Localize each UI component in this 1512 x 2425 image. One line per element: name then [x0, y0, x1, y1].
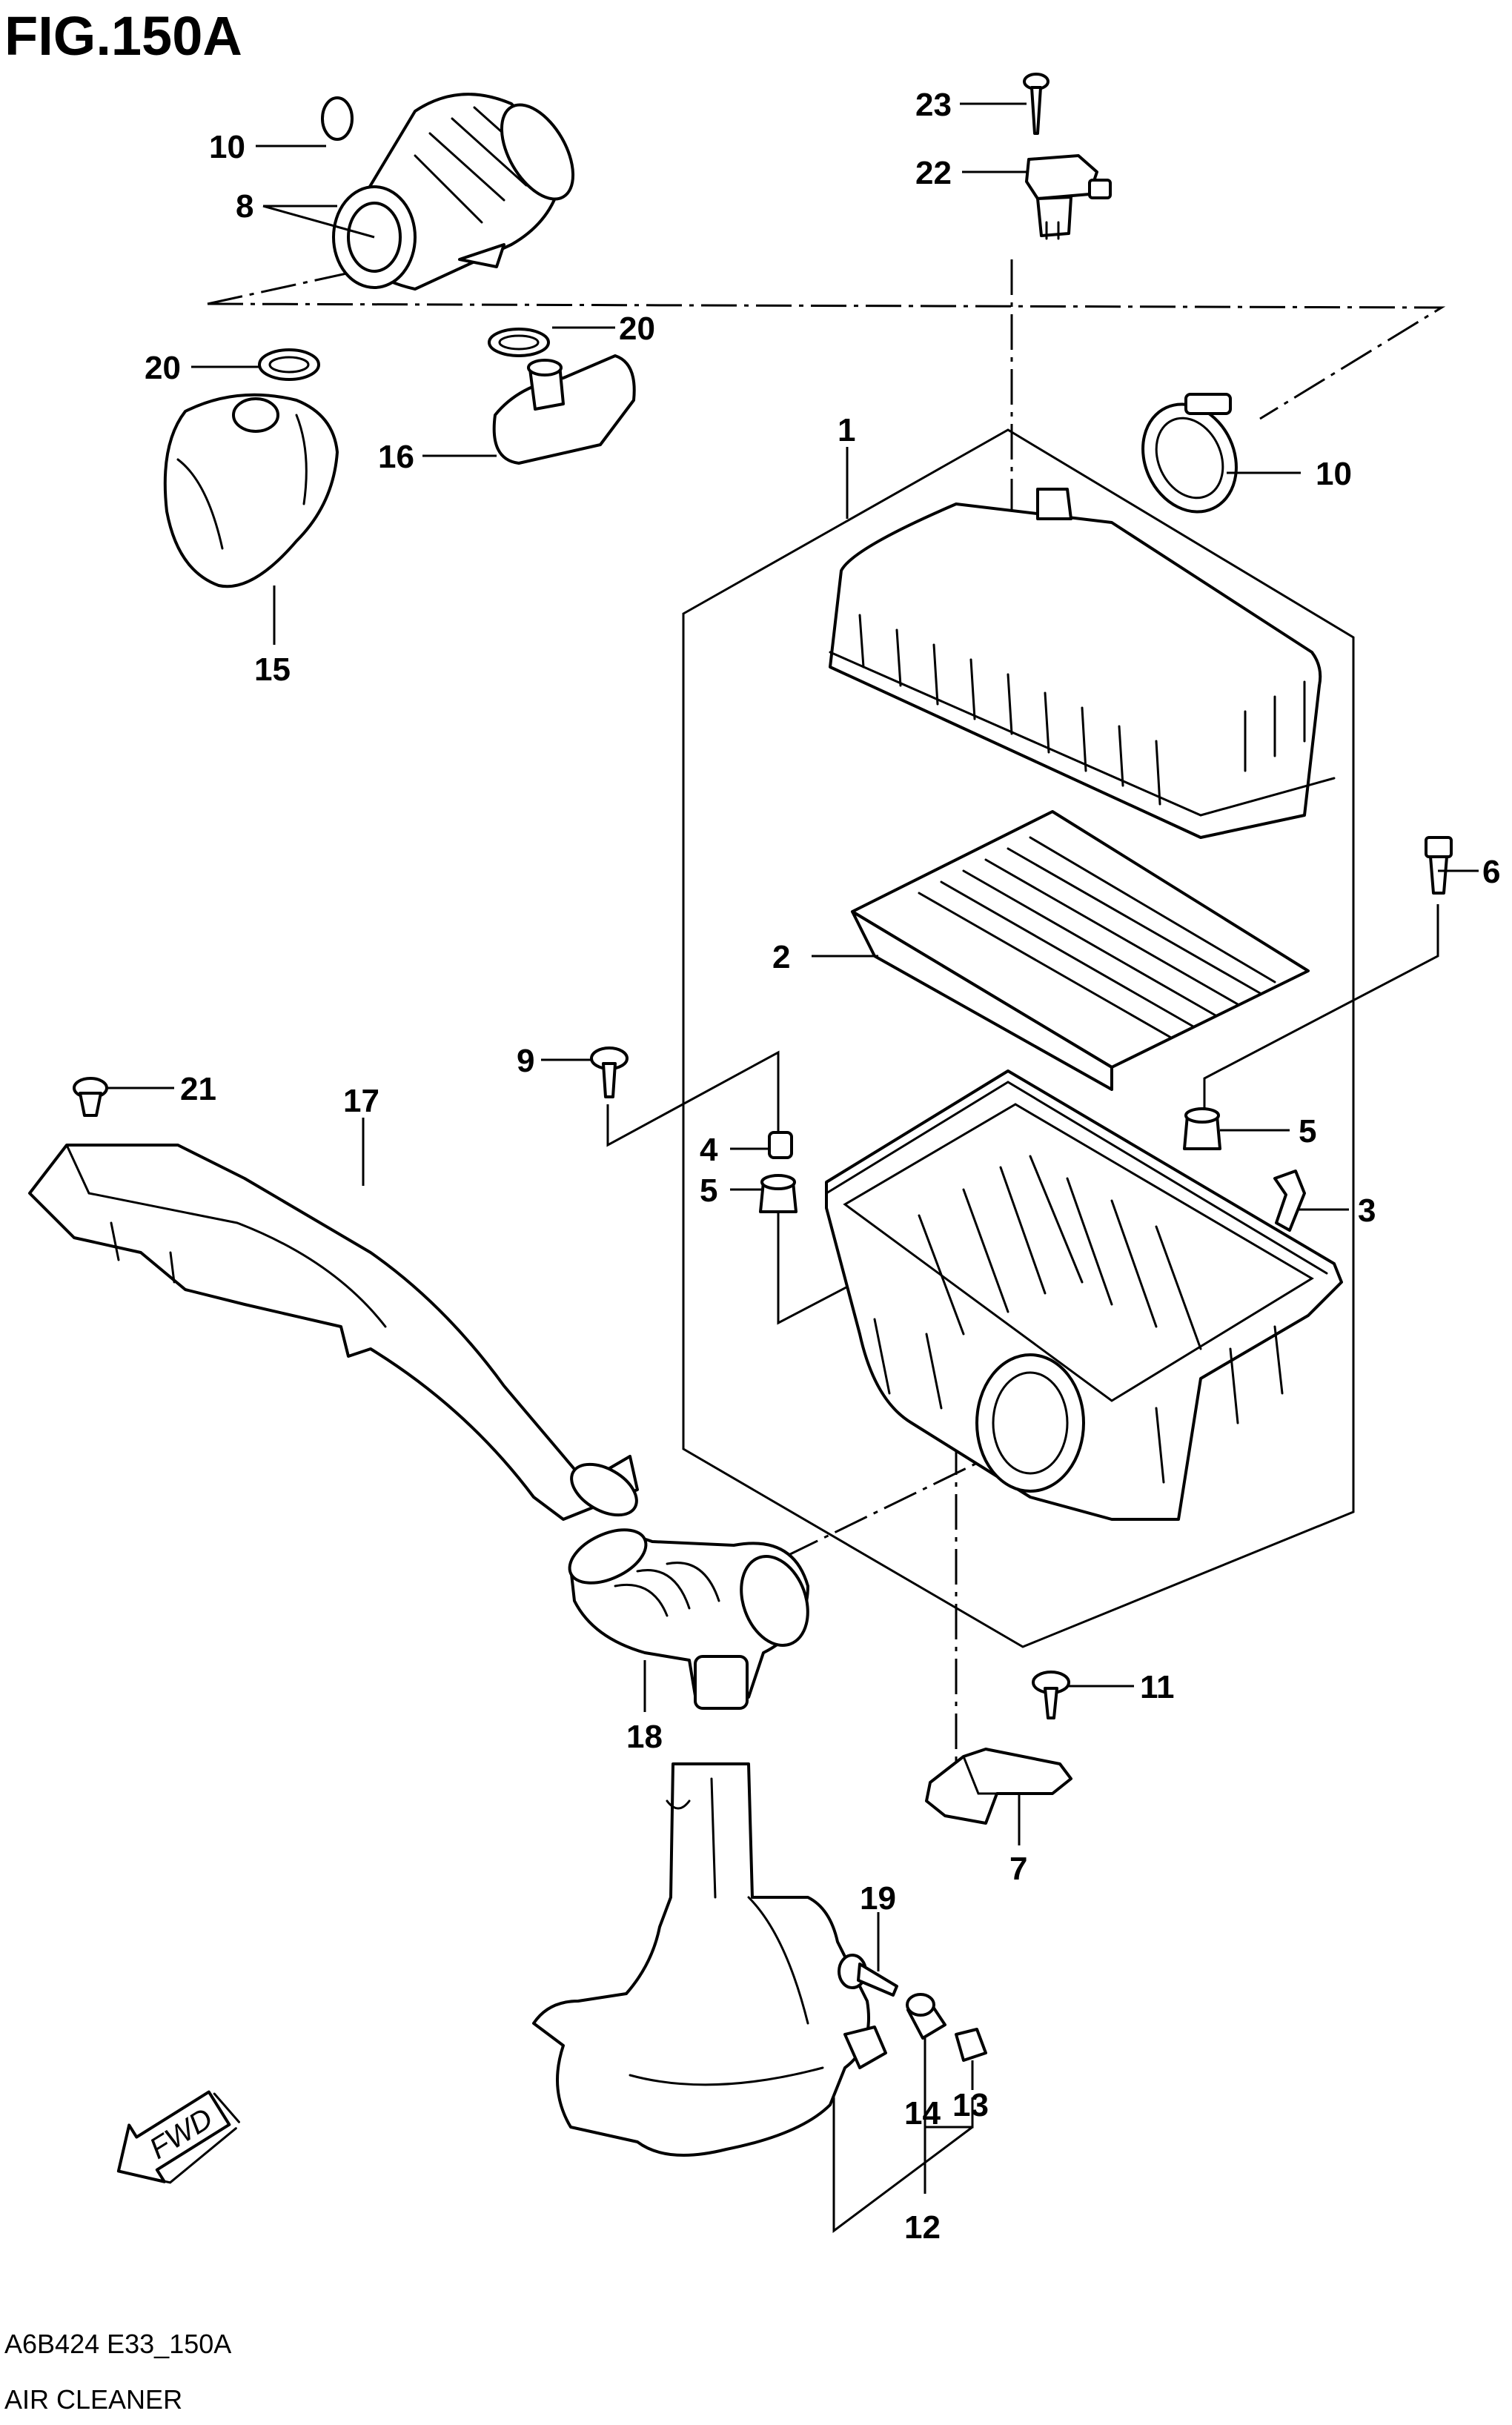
callout-20-left: 20 — [145, 350, 181, 386]
assembly-brackets — [606, 428, 1439, 2233]
leader-lines — [108, 102, 1479, 2194]
bellows-duct-part-18 — [568, 1528, 809, 1710]
callout-5-left: 5 — [700, 1172, 717, 1209]
resonator-part-12 — [532, 1762, 887, 2157]
callout-19: 19 — [860, 1880, 896, 1917]
callout-21: 21 — [180, 1071, 216, 1107]
collar-part-13 — [955, 2028, 987, 2062]
callout-4: 4 — [700, 1132, 718, 1168]
resonator-part-15 — [163, 393, 339, 588]
callout-20-right: 20 — [619, 311, 655, 347]
clip-part-21 — [73, 1077, 108, 1117]
cleaner-lower-case — [825, 1069, 1343, 1521]
intake-duct-part-8 — [321, 93, 575, 291]
callouts: 10 8 23 22 20 20 16 15 1 10 6 2 9 21 17 … — [145, 87, 1500, 2246]
bracket-part-7 — [925, 1748, 1072, 1825]
callout-11: 11 — [1140, 1669, 1175, 1705]
clamp-part-20-left — [258, 348, 320, 381]
callout-23: 23 — [915, 87, 952, 123]
diagram-code: A6B424 E33_150A — [4, 2329, 231, 2359]
callout-14: 14 — [904, 2095, 941, 2132]
clamp-part-20-right — [488, 328, 550, 357]
grommet-part-5-left — [759, 1174, 798, 1213]
bolt-part-11 — [1032, 1671, 1070, 1719]
screw-part-23 — [1023, 73, 1050, 135]
callout-9: 9 — [517, 1043, 534, 1079]
resonator-hose-part-16 — [492, 354, 636, 465]
callout-10-right: 10 — [1316, 456, 1352, 492]
diagram-name: AIR CLEANER — [4, 2384, 182, 2415]
collar-part-4 — [768, 1131, 793, 1159]
callout-16: 16 — [378, 439, 414, 475]
bolt-part-6 — [1425, 836, 1453, 895]
callout-12: 12 — [904, 2209, 941, 2246]
callout-2: 2 — [772, 939, 790, 975]
bolt-part-19 — [838, 1954, 898, 1997]
callout-18: 18 — [626, 1719, 663, 1755]
assembly-lines — [207, 251, 1446, 1794]
callout-22: 22 — [915, 155, 952, 191]
callout-13: 13 — [952, 2087, 989, 2123]
callout-3: 3 — [1358, 1192, 1376, 1229]
cleaner-upper-case-part-1 — [829, 488, 1336, 839]
grommet-part-14 — [906, 1993, 946, 2040]
callout-6: 6 — [1482, 854, 1500, 890]
clip-part-3 — [1273, 1170, 1306, 1232]
sensor-part-22 — [1025, 154, 1112, 240]
callout-17: 17 — [343, 1083, 379, 1119]
callout-10-upper: 10 — [209, 129, 245, 165]
clamp-part-10-right — [1141, 393, 1238, 514]
grommet-part-5-right — [1183, 1107, 1221, 1150]
inlet-duct-part-17 — [28, 1144, 639, 1521]
figure-title: FIG.150A — [4, 5, 242, 67]
filter-element-part-2 — [851, 810, 1310, 1091]
callout-1: 1 — [838, 412, 855, 448]
callout-5-right: 5 — [1299, 1113, 1316, 1150]
fwd-direction-arrow: FWD — [116, 2090, 240, 2184]
callout-15: 15 — [254, 651, 291, 688]
callout-8: 8 — [236, 188, 253, 225]
callout-7: 7 — [1009, 1851, 1027, 1887]
bolt-part-9 — [590, 1046, 629, 1098]
